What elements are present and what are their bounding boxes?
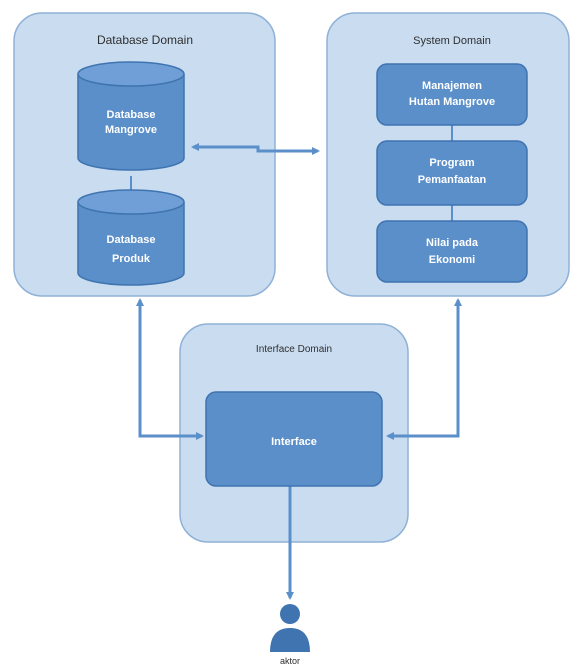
database-produk-line2: Produk bbox=[112, 253, 151, 265]
db-interface-arrow bbox=[136, 298, 204, 440]
program-pemanfaatan-line2: Pemanfaatan bbox=[418, 174, 487, 186]
nilai-ekonomi-line1: Nilai pada bbox=[426, 237, 479, 249]
interface-node: Interface bbox=[205, 391, 383, 487]
program-pemanfaatan-line1: Program bbox=[429, 157, 474, 169]
database-mangrove-line2: Mangrove bbox=[105, 124, 157, 136]
database-domain-label: Database Domain bbox=[97, 33, 193, 47]
database-produk-node: Database Produk bbox=[77, 189, 185, 286]
interface-domain-label: Interface Domain bbox=[256, 344, 332, 355]
nilai-ekonomi-node: Nilai pada Ekonomi bbox=[376, 220, 528, 283]
database-produk-line1: Database bbox=[107, 234, 156, 246]
manajemen-hutan-line1: Manajemen bbox=[422, 80, 482, 92]
database-mangrove-line1: Database bbox=[107, 109, 156, 121]
manajemen-hutan-node: Manajemen Hutan Mangrove bbox=[376, 63, 528, 126]
program-pemanfaatan-node: Program Pemanfaatan bbox=[376, 140, 528, 206]
db-system-arrow bbox=[191, 143, 320, 155]
manajemen-hutan-line2: Hutan Mangrove bbox=[409, 96, 495, 108]
system-domain-label: System Domain bbox=[413, 35, 491, 47]
database-mangrove-node: Database Mangrove bbox=[77, 61, 185, 171]
nilai-ekonomi-line2: Ekonomi bbox=[429, 254, 475, 266]
user-icon bbox=[270, 604, 310, 652]
system-interface-arrow bbox=[386, 298, 462, 440]
actor-label: aktor bbox=[280, 656, 300, 666]
interface-label: Interface bbox=[271, 436, 317, 448]
